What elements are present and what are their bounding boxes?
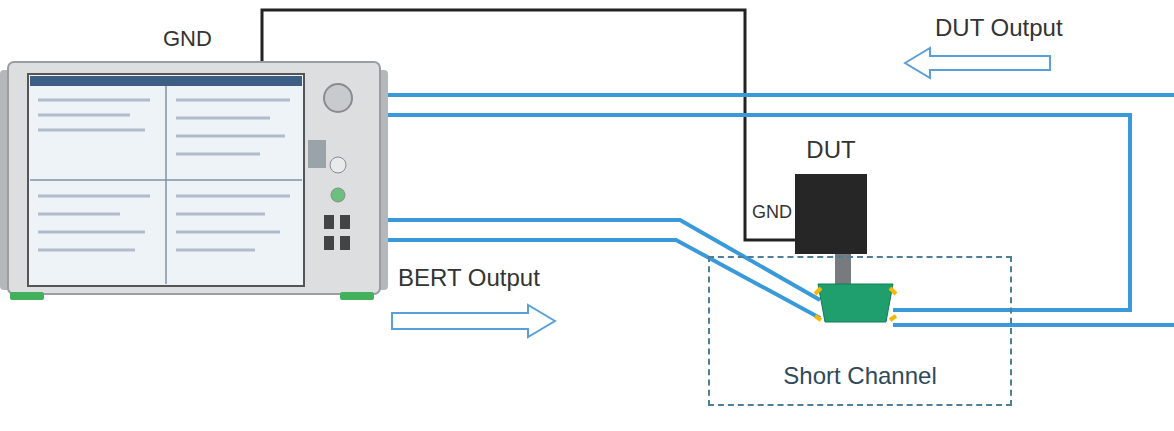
connector-pin — [815, 288, 896, 320]
usb-port — [340, 236, 350, 250]
direction-arrow — [905, 48, 1050, 78]
bert-instrument — [0, 62, 388, 300]
input-cable — [386, 240, 820, 318]
device-body — [795, 174, 867, 254]
dut-stem — [835, 254, 851, 284]
screen-content — [38, 100, 290, 250]
short-channel-box: Short Channel — [708, 256, 1012, 406]
input-label: BERT Output — [398, 264, 540, 292]
instrument-body — [8, 62, 380, 294]
rotary-knob — [324, 84, 352, 112]
screen-divider — [165, 86, 167, 284]
input-cable — [386, 220, 820, 300]
fixture-connector — [818, 284, 893, 322]
output-cable — [386, 115, 1130, 310]
instrument-foot — [340, 292, 374, 300]
instrument-foot — [10, 292, 44, 300]
direction-arrow — [392, 305, 555, 337]
instrument-screen — [28, 74, 304, 286]
usb-port — [324, 215, 334, 229]
output-cable — [893, 323, 1174, 327]
channel-label: Short Channel — [710, 362, 1010, 390]
panel-button — [331, 188, 345, 202]
device-label: DUT — [795, 136, 867, 164]
output-label: DUT Output — [935, 14, 1063, 42]
device-under-test: DUT GND — [745, 136, 871, 256]
output-cable — [386, 93, 1174, 97]
ground-label: GND — [745, 202, 792, 223]
panel-button — [308, 140, 326, 168]
usb-port — [340, 215, 350, 229]
screen-bar — [30, 76, 302, 86]
screen-divider — [30, 179, 302, 181]
panel-button — [330, 157, 346, 173]
usb-port — [324, 236, 334, 250]
ground-label: GND — [163, 26, 212, 51]
